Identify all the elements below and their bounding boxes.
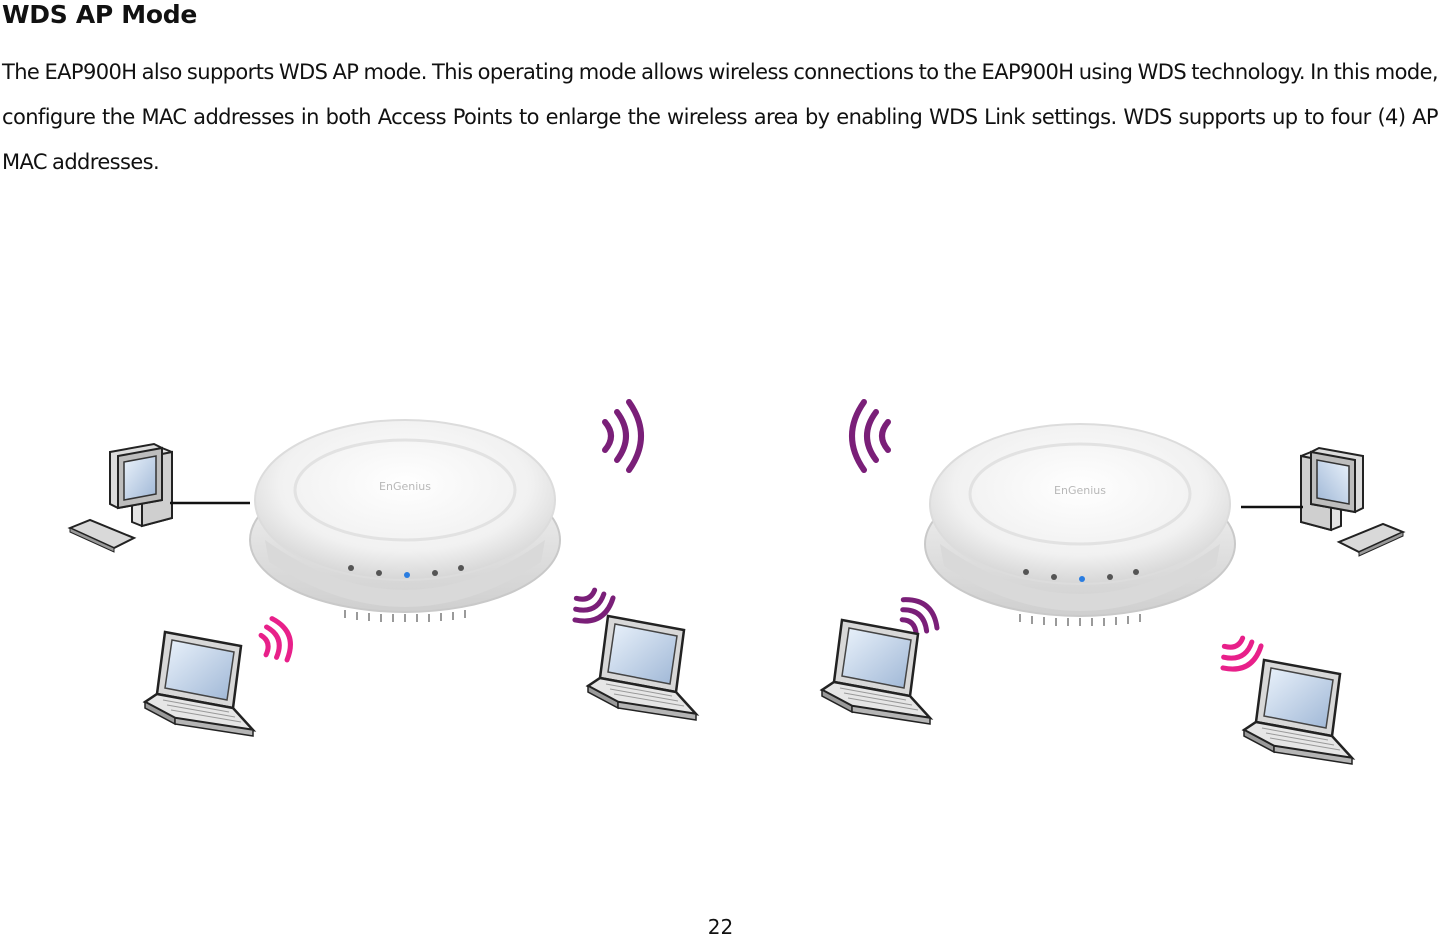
wds-diagram: EnGenius <box>69 370 1404 766</box>
wireless-signal-icon <box>255 615 296 666</box>
section-description: The EAP900H also supports WDS AP mode. T… <box>2 60 1439 174</box>
wds-signal-icon <box>852 402 888 470</box>
access-point-icon <box>248 418 562 624</box>
laptop-icon <box>820 618 932 726</box>
wds-signal-icon <box>605 402 641 470</box>
wireless-signal-icon <box>1214 630 1266 676</box>
laptop-icon <box>1242 658 1354 766</box>
section-heading: WDS AP Mode <box>2 0 198 29</box>
desktop-computer-icon <box>1300 447 1404 557</box>
page-number: 22 <box>707 915 734 939</box>
access-point-icon <box>923 422 1237 628</box>
laptop-icon <box>143 630 255 738</box>
desktop-computer-icon <box>69 443 173 553</box>
laptop-icon <box>586 614 698 722</box>
